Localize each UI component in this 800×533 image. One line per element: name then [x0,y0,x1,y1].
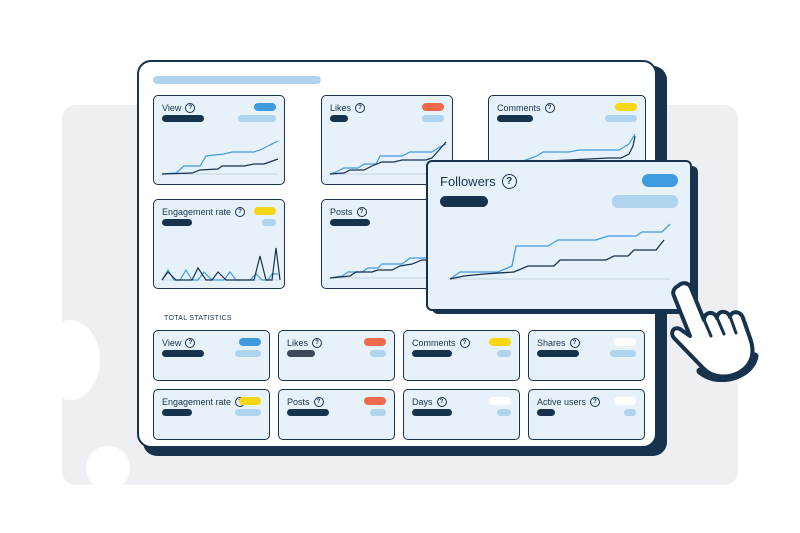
delta-bar [497,350,511,357]
delta-bar [610,350,636,357]
line-series-light [161,268,278,281]
card-title: Comments [412,338,456,348]
hand-pointer-icon [670,281,759,382]
help-icon[interactable]: ? [185,338,196,348]
value-bar [162,409,192,416]
value-bar [412,409,452,416]
section-title: TOTAL STATISTICS [164,315,232,322]
followers-popup-card[interactable]: Followers? [426,160,692,311]
status-pill [615,103,637,111]
value-bar [287,350,315,357]
value-bar [440,196,488,207]
status-pill [489,397,511,405]
line-series-light [161,140,279,175]
help-icon[interactable]: ? [312,338,323,348]
status-pill [489,338,511,346]
delta-bar [605,115,637,122]
card-title: Likes [330,103,352,113]
help-icon[interactable]: ? [356,207,367,217]
stat-card-days[interactable]: Days? [403,389,520,440]
status-pill [364,338,386,346]
help-icon[interactable]: ? [185,103,196,113]
line-series-dark [161,247,281,281]
delta-bar [370,350,386,357]
status-pill [642,174,678,187]
delta-bar [262,219,276,226]
delta-bar [497,409,511,416]
sparkline-chart [161,247,281,281]
status-pill [614,338,636,346]
stat-card-shares[interactable]: Shares? [528,330,645,381]
delta-bar [235,350,261,357]
help-icon[interactable]: ? [355,103,366,113]
stat-card-likes[interactable]: Likes? [278,330,395,381]
card-title: View [162,338,182,348]
help-icon[interactable]: ? [501,174,517,189]
chart-card-view[interactable]: View? [153,95,285,185]
background-circle-small [86,446,130,490]
status-pill [239,397,261,405]
line-series-light [449,223,671,280]
chart-card-engagement-rate[interactable]: Engagement rate? [153,199,285,289]
card-title: Engagement rate [162,207,232,217]
stat-card-view[interactable]: View? [153,330,270,381]
card-title: Active users [537,397,587,407]
value-bar [537,350,579,357]
stat-card-engagement-rate[interactable]: Engagement rate? [153,389,270,440]
delta-bar [422,115,444,122]
delta-bar [235,409,261,416]
header-bar [153,76,321,84]
popup-title: Followers [440,174,496,189]
value-bar [162,115,204,122]
value-bar [287,409,329,416]
delta-bar [238,115,276,122]
card-title: Likes [287,338,309,348]
value-bar [537,409,555,416]
line-series-light [329,257,432,279]
status-pill [254,207,276,215]
delta-bar [624,409,636,416]
card-title: Posts [330,207,353,217]
status-pill [422,103,444,111]
delta-bar [370,409,386,416]
help-icon[interactable]: ? [459,338,470,348]
status-pill [364,397,386,405]
stat-card-comments[interactable]: Comments? [403,330,520,381]
line-series-dark [161,158,279,175]
card-title: Posts [287,397,310,407]
value-bar [412,350,452,357]
sparkline-chart [161,140,279,175]
status-pill [254,103,276,111]
card-title: Engagement rate [162,397,232,407]
line-series-dark [329,259,432,279]
card-title: Shares [537,338,566,348]
help-icon[interactable]: ? [235,207,246,217]
background-circle [40,320,100,400]
help-icon[interactable]: ? [590,397,601,407]
line-series-light [522,133,636,162]
stat-card-active-users[interactable]: Active users? [528,389,645,440]
help-icon[interactable]: ? [569,338,580,348]
status-pill [239,338,261,346]
stat-card-posts[interactable]: Posts? [278,389,395,440]
card-title: Comments [497,103,541,113]
line-series-dark [449,239,665,280]
delta-bar [612,195,678,208]
value-bar [330,219,370,226]
card-title: Days [412,397,433,407]
value-bar [162,350,204,357]
help-icon[interactable]: ? [436,397,447,407]
help-icon[interactable]: ? [544,103,555,113]
help-icon[interactable]: ? [313,397,324,407]
card-title: View [162,103,182,113]
value-bar [162,219,192,226]
line-series-dark [522,135,636,163]
followers-line-chart [448,223,671,280]
value-bar [330,115,348,122]
line-series-dark [329,141,447,175]
line-series-light [329,143,447,175]
status-pill [614,397,636,405]
value-bar [497,115,533,122]
